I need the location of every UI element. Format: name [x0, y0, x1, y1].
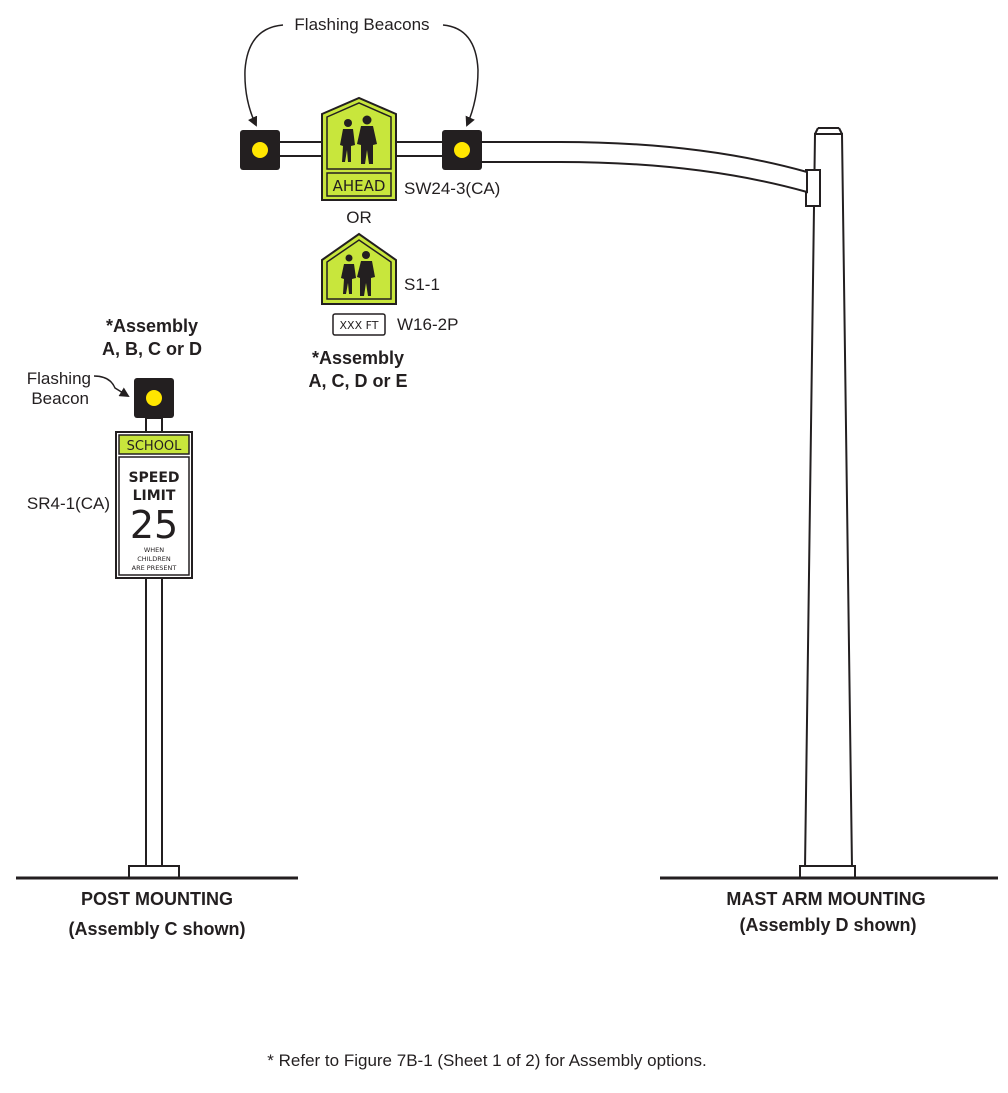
are-present-text: ARE PRESENT: [132, 564, 177, 572]
school-children-icon: [340, 115, 377, 164]
post-pole: [145, 577, 163, 869]
school-children-icon: [341, 251, 375, 296]
beacon-leader-line: [93, 375, 130, 398]
post-mounting-title: POST MOUNTING: [81, 889, 233, 909]
s1-sign: [321, 232, 397, 305]
ahead-text: AHEAD: [333, 177, 386, 195]
footnote: * Refer to Figure 7B-1 (Sheet 1 of 2) fo…: [267, 1051, 706, 1070]
sr4-sign: SCHOOL SPEED LIMIT 25 WHEN CHILDREN ARE …: [115, 431, 193, 579]
mast-beacon-left: [240, 130, 280, 170]
sw24-code-label: SW24-3(CA): [404, 179, 500, 198]
post-base: [128, 865, 180, 879]
arrow-right: [442, 24, 479, 127]
sw24-sign: AHEAD: [321, 96, 397, 201]
or-label: OR: [346, 208, 372, 227]
mast-arm-bracket: [805, 169, 821, 207]
mast-pole: [803, 133, 854, 869]
limit-text: LIMIT: [133, 488, 176, 504]
children-text: CHILDREN: [137, 555, 171, 563]
when-text: WHEN: [144, 546, 164, 554]
assembly-post-line1: *Assembly: [106, 316, 198, 336]
mast-pole-base: [799, 865, 856, 879]
arrow-left: [244, 24, 284, 127]
w16-code-label: W16-2P: [397, 315, 458, 334]
assembly-post-line2: A, B, C or D: [102, 339, 202, 359]
mast-mounting-subtitle: (Assembly D shown): [739, 915, 916, 935]
post-beacon: [134, 378, 174, 418]
mast-arm-assembly: AHEAD SW24-3(CA) OR S1-1 XXX FT W16-2P *…: [240, 15, 998, 935]
mast-arm: [479, 141, 808, 194]
post-mounting-subtitle: (Assembly C shown): [68, 919, 245, 939]
flashing-beacon-post-line2: Beacon: [31, 389, 89, 408]
assembly-mast-line1: *Assembly: [312, 348, 404, 368]
flashing-beacons-label: Flashing Beacons: [294, 15, 429, 34]
mast-mounting-title: MAST ARM MOUNTING: [726, 889, 925, 909]
w16-plaque: XXX FT: [332, 313, 386, 336]
flashing-beacon-post-line1: Flashing: [27, 369, 91, 388]
s1-code-label: S1-1: [404, 275, 440, 294]
assembly-mast-line2: A, C, D or E: [308, 371, 407, 391]
beacon-light-icon: [252, 142, 268, 158]
post-assembly: *Assembly A, B, C or D Flashing Beacon S…: [16, 316, 298, 939]
speed-text: SPEED: [128, 470, 179, 486]
beacon-light-icon: [454, 142, 470, 158]
speed-value-text: 25: [130, 503, 178, 547]
beacon-light-icon: [146, 390, 162, 406]
mast-beacon-right: [442, 130, 482, 170]
w16-plaque-text: XXX FT: [340, 319, 379, 332]
school-text: SCHOOL: [127, 439, 183, 454]
sr4-code-label: SR4-1(CA): [27, 494, 110, 513]
